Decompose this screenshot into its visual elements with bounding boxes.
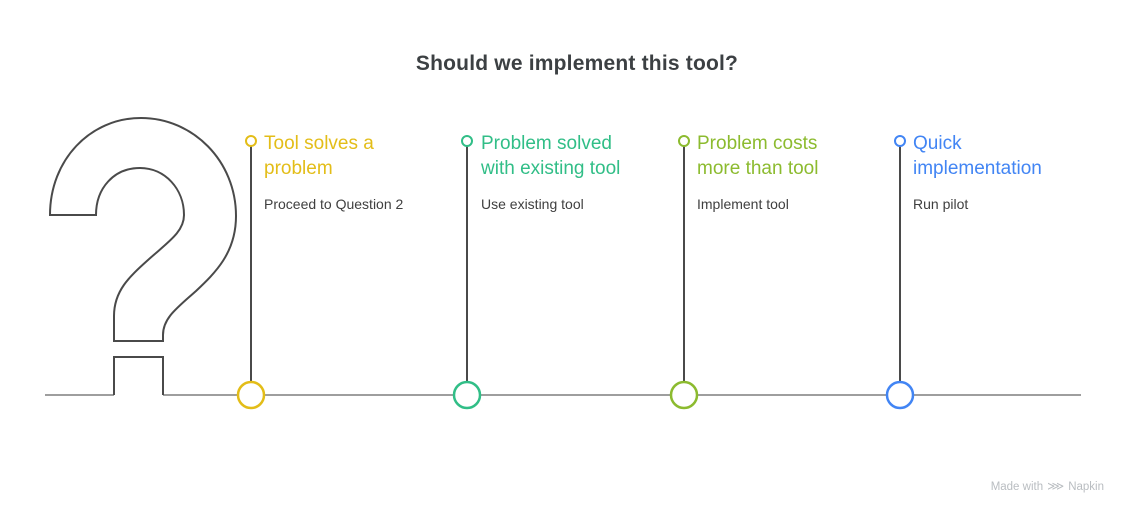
milestone-top-circle bbox=[894, 135, 906, 147]
milestone-subtitle: Use existing tool bbox=[481, 196, 584, 212]
milestone-subtitle: Implement tool bbox=[697, 196, 789, 212]
milestone-node-circle bbox=[669, 380, 699, 410]
page-title: Should we implement this tool? bbox=[415, 52, 739, 75]
milestone-node-circle bbox=[452, 380, 482, 410]
question-mark-icon bbox=[48, 116, 238, 342]
question-mark-dot bbox=[113, 356, 164, 395]
milestone-title: Tool solves a problem bbox=[264, 133, 374, 179]
watermark-prefix: Made with bbox=[990, 481, 1044, 493]
milestone-subtitle: Proceed to Question 2 bbox=[264, 196, 404, 212]
napkin-logo-icon: ⋙ bbox=[1047, 479, 1065, 493]
watermark-brand: Napkin bbox=[1068, 481, 1104, 493]
milestone-top-circle bbox=[678, 135, 690, 147]
milestone-top-circle bbox=[461, 135, 473, 147]
milestone-top-circle bbox=[245, 135, 257, 147]
milestone-title: Quick implementation bbox=[913, 133, 1042, 179]
milestone-node-circle bbox=[236, 380, 266, 410]
milestone-subtitle: Run pilot bbox=[913, 196, 969, 212]
milestone-title: Problem costs more than tool bbox=[697, 133, 819, 179]
napkin-watermark[interactable]: Made with ⋙ Napkin bbox=[990, 479, 1104, 493]
milestone-title: Problem solved with existing tool bbox=[481, 133, 621, 179]
milestone-node-circle bbox=[885, 380, 915, 410]
